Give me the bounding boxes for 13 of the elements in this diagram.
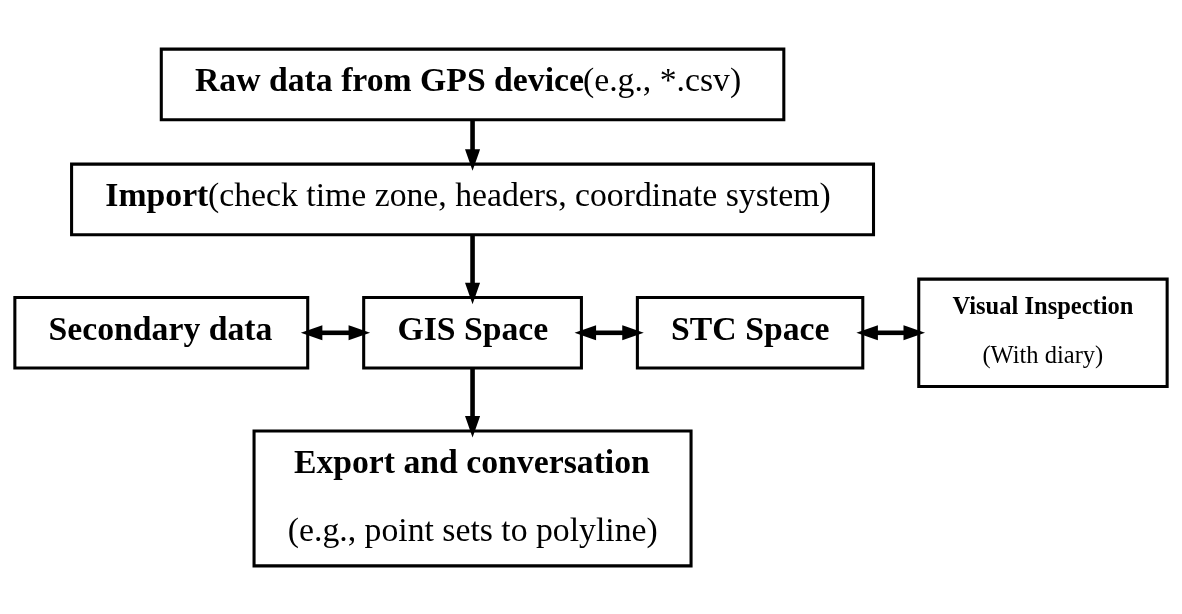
arrow <box>465 119 481 171</box>
arrow <box>574 324 644 340</box>
arrow <box>856 324 926 340</box>
arrow <box>465 234 481 304</box>
node-box: Visual Inspection (With diary) <box>917 277 1169 388</box>
node-box: Import(check time zone, headers, coordinate system) <box>70 162 876 236</box>
arrow <box>300 324 371 340</box>
node-box: STC Space <box>635 295 865 370</box>
arrow <box>465 367 481 438</box>
node-box: GIS Space <box>362 295 583 370</box>
node-box: Secondary data <box>13 295 310 370</box>
node-box: Export and conversation (e.g., point sets to polyline) <box>252 428 693 567</box>
node-box: Raw data from GPS device(e.g., *.csv) <box>159 47 786 121</box>
